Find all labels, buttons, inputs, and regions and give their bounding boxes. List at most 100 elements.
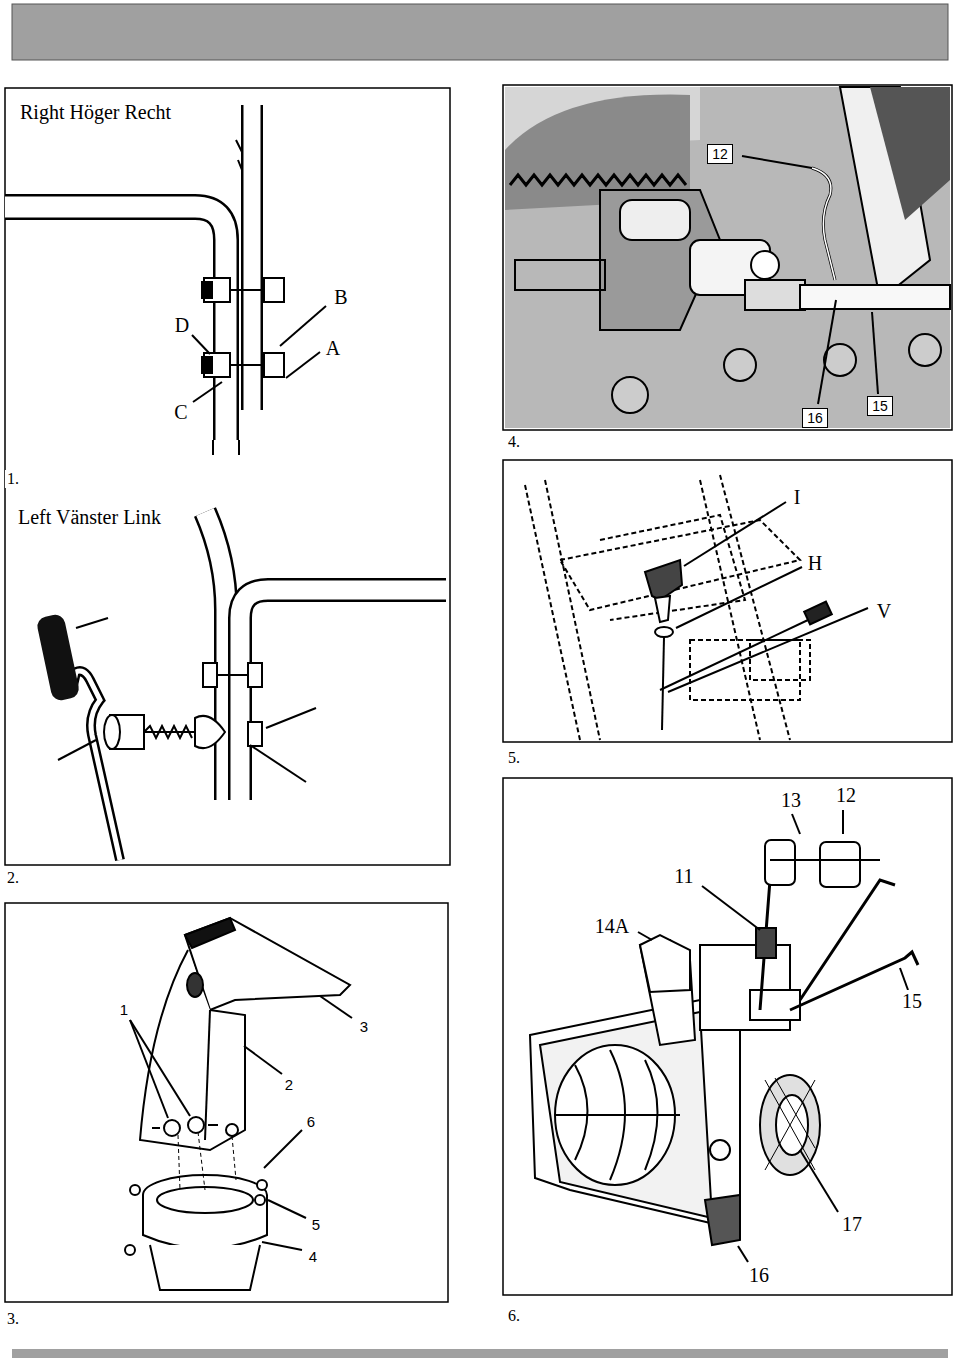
bolt-nut (203, 663, 217, 687)
callout-label: 1 (118, 1001, 130, 1018)
lever-sketch (525, 485, 580, 740)
callout-label: 4 (307, 1248, 319, 1265)
shift-knob (662, 637, 664, 730)
snow-thrower (790, 952, 918, 1010)
snow-thrower (756, 928, 776, 958)
shift-linkage (510, 175, 686, 185)
callout-label: 11 (672, 865, 695, 887)
callout-label: 15 (900, 990, 924, 1012)
panel-frame (5, 88, 450, 865)
leader-line (280, 306, 326, 346)
leader-line (130, 1020, 190, 1116)
snow-thrower (705, 1195, 740, 1245)
bolt-nut (217, 674, 248, 676)
discharge-chute (140, 950, 245, 1150)
shift-linkage (612, 377, 648, 413)
crank-rod (104, 715, 120, 749)
bolt-nut (248, 722, 262, 746)
snow-thrower (776, 1095, 808, 1155)
callout-label: H (806, 552, 824, 574)
leader-line (266, 708, 316, 728)
callout-label: I (792, 486, 803, 508)
discharge-chute (150, 1245, 260, 1290)
callout-label: A (324, 337, 342, 359)
leader-line (76, 618, 108, 628)
leader-line (193, 382, 222, 402)
discharge-chute (257, 1180, 267, 1190)
shift-linkage (812, 168, 835, 280)
panel-frame (5, 85, 952, 1302)
snow-thrower (770, 859, 880, 861)
shift-knob (645, 560, 832, 730)
callout-label: 13 (779, 789, 803, 811)
callout-label: 16 (802, 408, 828, 428)
bolt-nut (203, 663, 262, 746)
callout-label: 2. (5, 869, 21, 887)
leader-line (900, 968, 908, 990)
side-heading: Left Vänster Link (16, 506, 163, 528)
leader-line (800, 1150, 838, 1212)
callout-label: 4. (506, 433, 522, 451)
crank-rod (195, 716, 225, 748)
crank-rod (72, 671, 120, 860)
bolt-nut (248, 663, 262, 687)
callout-label: 6 (305, 1113, 317, 1130)
callout-label: 12 (834, 784, 858, 806)
snow-thrower (540, 1012, 712, 1218)
callout-label: 12 (707, 144, 733, 164)
callout-label: B (332, 286, 349, 308)
shift-linkage (505, 87, 950, 428)
leader-line (792, 814, 800, 834)
shift-knob (660, 620, 808, 690)
discharge-chute (125, 918, 350, 1290)
leader-line (58, 618, 316, 782)
snow-thrower (750, 990, 800, 1020)
shift-knob (655, 627, 673, 637)
bolt-nut (202, 282, 212, 298)
shift-linkage (812, 168, 835, 280)
handle-tube (213, 440, 239, 455)
handle-tube (240, 590, 446, 800)
shift-knob (804, 602, 832, 625)
leader-line (192, 306, 326, 402)
bolt-nut (230, 289, 264, 291)
panel-frame (503, 85, 952, 430)
snow-thrower (640, 935, 690, 992)
snow-thrower (530, 840, 918, 1245)
shift-linkage (870, 87, 950, 220)
callout-label: 1. (5, 470, 21, 488)
snow-thrower (820, 842, 860, 887)
leader-line (268, 1200, 306, 1218)
leader-line (192, 335, 210, 354)
discharge-chute (188, 1117, 204, 1133)
discharge-chute (178, 1132, 236, 1190)
leader-line (668, 608, 868, 692)
leader-line (130, 1020, 168, 1118)
callout-label: D (173, 314, 191, 336)
snow-thrower (765, 1078, 815, 1170)
leader-line (702, 886, 760, 930)
leader-line (872, 312, 878, 394)
side-heading: Right Höger Recht (18, 101, 173, 123)
page-bar (12, 4, 948, 60)
leader-line (286, 352, 320, 378)
discharge-chute (185, 918, 350, 1010)
bolt-nut (202, 357, 212, 373)
leader-line (244, 1046, 282, 1074)
callout-label: 2 (283, 1076, 295, 1093)
leader-line (684, 502, 786, 566)
callout-label: 14A (593, 915, 631, 937)
leader-line (250, 745, 306, 782)
snow-thrower (710, 1140, 730, 1160)
callout-label: 5. (506, 749, 522, 767)
discharge-chute (152, 1125, 218, 1128)
leader-line (842, 810, 844, 834)
leader-line (738, 1246, 748, 1262)
shift-linkage (745, 280, 805, 310)
leader-line (58, 740, 96, 760)
leader-line (638, 932, 652, 940)
snow-thrower (765, 840, 795, 885)
shift-linkage (620, 200, 690, 240)
bolt-nut (230, 364, 264, 366)
